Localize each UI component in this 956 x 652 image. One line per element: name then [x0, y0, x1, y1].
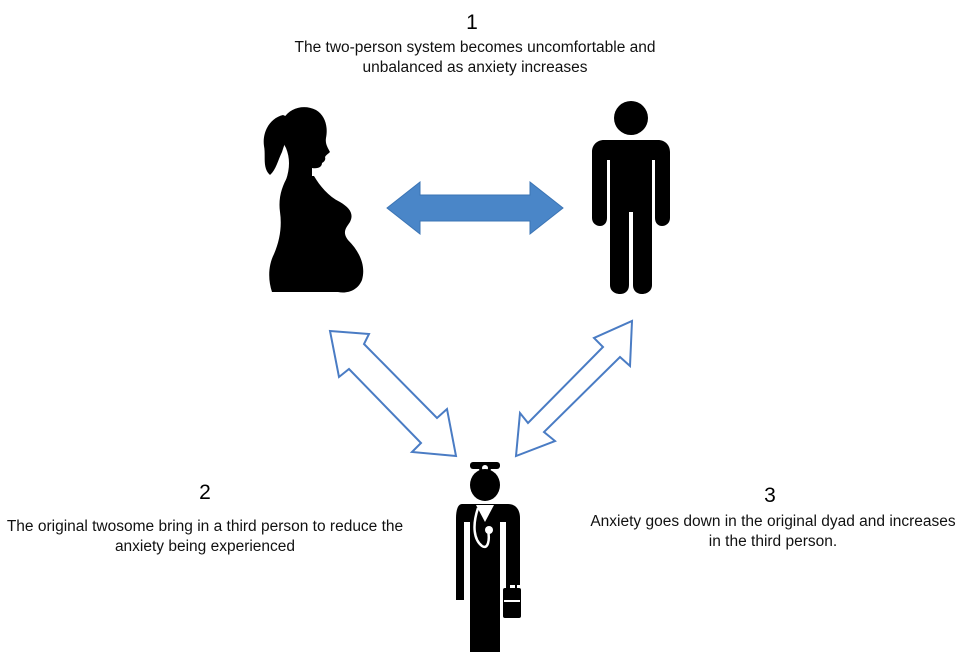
triangle-arrow-right	[514, 319, 634, 458]
man-icon	[592, 101, 670, 294]
step-3-number: 3	[764, 484, 776, 507]
step-3-caption: Anxiety goes down in the original dyad a…	[590, 513, 956, 550]
triangle-arrow-left	[328, 329, 458, 458]
anxiety-arrow-dyad	[386, 180, 564, 236]
doctor-icon	[456, 462, 521, 652]
step-2-number: 2	[199, 481, 211, 504]
step-1-caption: The two-person system becomes uncomforta…	[294, 39, 656, 76]
step-2-caption: The original twosome bring in a third pe…	[6, 518, 404, 555]
pregnant-woman-icon	[263, 107, 364, 293]
step-1-number: 1	[466, 11, 478, 34]
